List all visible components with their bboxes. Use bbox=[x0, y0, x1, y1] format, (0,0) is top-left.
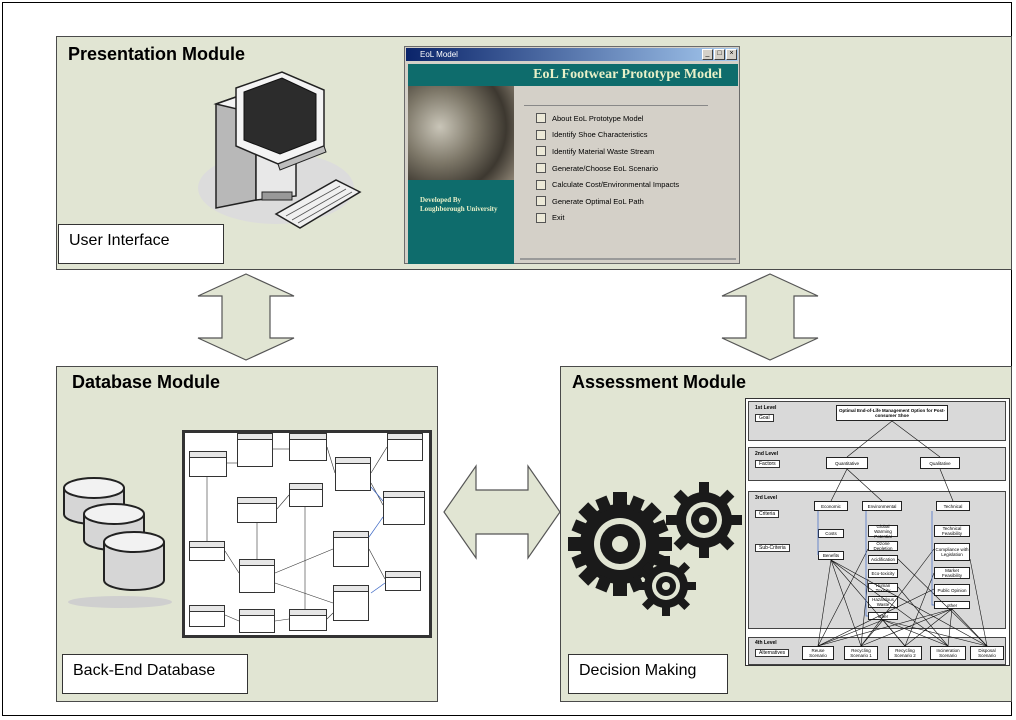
sub-human-toxicity: Human Toxicity bbox=[868, 583, 898, 593]
menu-item-exit[interactable]: Exit bbox=[524, 210, 708, 227]
checkbox-icon[interactable] bbox=[536, 146, 546, 157]
schema-table bbox=[383, 491, 425, 525]
schema-table bbox=[333, 585, 369, 621]
schema-table bbox=[239, 609, 275, 633]
assessment-module-title: Assessment Module bbox=[572, 372, 747, 392]
checkbox-icon[interactable] bbox=[536, 179, 546, 190]
sub-market-feasibility: Market Feasibility bbox=[934, 567, 970, 579]
level-2-band: 2nd Level Factors bbox=[748, 447, 1006, 481]
menu-item-calculate-impacts[interactable]: Calculate Cost/Environmental Impacts bbox=[524, 176, 708, 193]
database-cylinder-icon bbox=[63, 477, 172, 608]
minimize-icon[interactable]: _ bbox=[702, 49, 713, 60]
level-4-title: 4th Level bbox=[755, 640, 777, 646]
ahp-hierarchy-diagram: 1st Level Goal Optimal End-of-Life Manag… bbox=[745, 398, 1010, 666]
goal-tag: Goal bbox=[755, 414, 774, 422]
maximize-icon[interactable]: □ bbox=[714, 49, 725, 60]
schema-table bbox=[189, 605, 225, 627]
menu-item-generate-scenario[interactable]: Generate/Choose EoL Scenario bbox=[524, 160, 708, 177]
schema-table bbox=[289, 483, 323, 507]
window-controls: _ □ × bbox=[702, 49, 737, 60]
checkbox-icon[interactable] bbox=[536, 212, 546, 223]
alt-reuse: Reuse Scenario bbox=[802, 646, 834, 660]
alt-recycling-2: Recycling Scenario 2 bbox=[888, 646, 922, 660]
checkbox-icon[interactable] bbox=[536, 163, 546, 174]
criterion-environmental: Environmental bbox=[862, 501, 902, 511]
schema-table bbox=[289, 433, 327, 461]
close-icon[interactable]: × bbox=[726, 49, 737, 60]
sub-public-opinion: Public Opinion bbox=[934, 584, 970, 596]
checkbox-icon[interactable] bbox=[536, 196, 546, 207]
level-1-title: 1st Level bbox=[755, 405, 777, 411]
factor-qualitative: Qualitative bbox=[920, 457, 960, 469]
sub-benefits: Benefits bbox=[818, 551, 844, 560]
eol-left-panel bbox=[408, 180, 514, 264]
alt-disposal: Disposal Scenario bbox=[970, 646, 1004, 660]
sub-eco-toxicity: Eco-toxicity bbox=[868, 569, 898, 578]
double-arrow-horizontal bbox=[443, 464, 561, 560]
sub-global-warming: Global Warming Potential bbox=[868, 524, 898, 539]
goal-node: Optimal End-of-Life Management Option fo… bbox=[836, 405, 948, 421]
schema-table bbox=[289, 609, 327, 631]
decision-making-label: Decision Making bbox=[568, 654, 728, 694]
menu-item-optimal-path[interactable]: Generate Optimal EoL Path bbox=[524, 193, 708, 210]
level-2-title: 2nd Level bbox=[755, 451, 779, 457]
schema-table bbox=[239, 559, 275, 593]
alt-recycling-1: Recycling Scenario 1 bbox=[844, 646, 878, 660]
user-interface-label: User Interface bbox=[58, 224, 224, 264]
factors-tag: Factors bbox=[755, 460, 780, 468]
sub-acidification: Acidification bbox=[868, 555, 898, 564]
schema-table bbox=[333, 531, 369, 567]
schema-table bbox=[385, 571, 421, 591]
back-end-database-label: Back-End Database bbox=[62, 654, 248, 694]
schema-table bbox=[189, 451, 227, 477]
schema-relations bbox=[206, 446, 388, 622]
sub-compliance-legislation: Compliance with Legislation bbox=[934, 543, 970, 561]
menu-item-material-waste-stream[interactable]: Identify Material Waste Stream bbox=[524, 143, 708, 160]
double-arrow-right bbox=[721, 273, 819, 361]
eol-menu: About EoL Prototype Model Identify Shoe … bbox=[524, 105, 708, 226]
computer-icon bbox=[198, 71, 362, 229]
schema-table bbox=[237, 497, 277, 523]
factor-quantitative: Quantitative bbox=[826, 457, 868, 469]
database-module-title: Database Module bbox=[72, 372, 221, 392]
menu-item-shoe-characteristics[interactable]: Identify Shoe Characteristics bbox=[524, 127, 708, 144]
sub-env-other: other bbox=[868, 612, 898, 620]
schema-table bbox=[189, 541, 225, 561]
alt-incineration: Incineration Scenario bbox=[930, 646, 966, 660]
sub-hazardous-waste: Hazardous Waste bbox=[868, 596, 898, 608]
sub-criteria-tag: Sub-Criteria bbox=[755, 544, 790, 552]
sub-ozone-depletion: Ozone Depletion bbox=[868, 541, 898, 551]
eol-banner-title: EoL Footwear Prototype Model bbox=[533, 67, 722, 82]
database-schema-diagram bbox=[182, 430, 432, 638]
criterion-economic: Economic bbox=[814, 501, 848, 511]
criteria-tag: Criteria bbox=[755, 510, 780, 518]
schema-table bbox=[335, 457, 371, 491]
schema-table bbox=[387, 433, 423, 461]
double-arrow-left bbox=[197, 273, 295, 361]
checkbox-icon[interactable] bbox=[536, 113, 546, 124]
developer-credit: Developed By Loughborough University bbox=[420, 196, 498, 213]
gear-icon bbox=[568, 482, 742, 616]
checkbox-icon[interactable] bbox=[536, 129, 546, 140]
menu-item-about[interactable]: About EoL Prototype Model bbox=[524, 110, 708, 127]
criterion-technical: Technical bbox=[936, 501, 970, 511]
eol-banner: EoL Footwear Prototype Model bbox=[408, 64, 738, 86]
eol-window-bottom-strip bbox=[520, 258, 736, 260]
presentation-module-title: Presentation Module bbox=[68, 44, 246, 64]
sub-tech-other: other bbox=[934, 601, 970, 609]
sub-technical-feasibility: Technical Feasibility bbox=[934, 525, 970, 537]
eol-titlebar: EoL Model bbox=[406, 48, 738, 61]
alternatives-tag: Alternatives bbox=[755, 649, 790, 657]
eol-window-title: EoL Model bbox=[420, 50, 458, 59]
level-3-title: 3rd Level bbox=[755, 495, 777, 501]
sub-costs: Costs bbox=[818, 529, 844, 538]
schema-table bbox=[237, 433, 273, 467]
